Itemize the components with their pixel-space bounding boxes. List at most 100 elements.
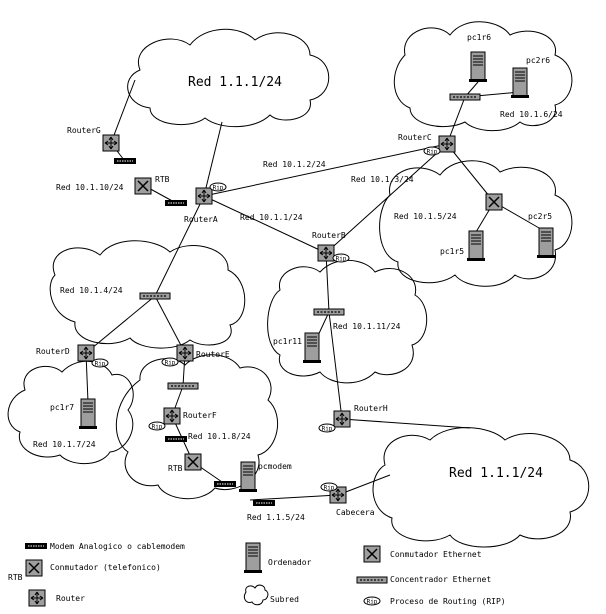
rtb-top-label: RTB (155, 175, 170, 184)
switch-rtb-bottom[interactable] (184, 453, 202, 471)
net-10-1-8-label: Red 10.1.8/24 (188, 432, 251, 441)
pc1r5-label: pc1r5 (440, 247, 464, 256)
legend-computer-label: Ordenador (268, 558, 312, 567)
rip-routerd-icon (91, 358, 109, 368)
hub-10-1-8[interactable] (167, 382, 199, 390)
routerh-label[interactable]: RouterH (354, 404, 388, 413)
link-hub11-routerh (328, 311, 343, 420)
routerb-icon[interactable] (317, 244, 335, 262)
pc2r6-label: pc2r6 (526, 56, 550, 65)
hub-10-1-11[interactable] (313, 308, 345, 316)
cloud-internet-top (127, 28, 330, 128)
pc1r6-label: pc1r6 (467, 33, 491, 42)
cabecera-label: Cabecera (336, 508, 375, 517)
legend-subnet-label: Subred (270, 595, 299, 604)
pc2r5-label: pc2r5 (528, 212, 552, 221)
link-routera-routerc (203, 143, 448, 197)
pc1r11-label: pc1r11 (273, 337, 302, 346)
rip-routerc-icon (423, 146, 441, 156)
link-routerc-routerb (325, 143, 448, 254)
net-10-1-1-label: Red 10.1.1/24 (240, 213, 303, 222)
routerc-icon[interactable] (438, 135, 456, 153)
rtb-bottom-label: RTB (168, 464, 183, 473)
net-10-1-4-label: Red 10.1.4/24 (60, 286, 123, 295)
net-10-1-2-label: Red 10.1.2/24 (263, 160, 326, 169)
cloud-net-10-1-4 (49, 240, 246, 349)
routerh-icon[interactable] (333, 410, 351, 428)
switch-ethernet-r5[interactable] (485, 193, 503, 211)
rip-routera-icon (209, 182, 227, 192)
legend-modem-label: Modem Analogico o cablemodem (50, 542, 185, 551)
legend-hub-label: Concentrador Ethernet (390, 575, 491, 584)
net-10-1-5-label: Red 10.1.5/24 (394, 212, 457, 221)
cloud-internet-bottom (372, 427, 590, 548)
link-routerg-cloud (110, 79, 136, 144)
routerg-label[interactable]: RouterG (67, 126, 101, 135)
pc1r11-icon[interactable] (302, 332, 322, 364)
pcmodem-icon[interactable] (238, 461, 258, 493)
rip-routere-icon (161, 357, 179, 367)
net-10-1-3-label: Red 10.1.3/24 (351, 175, 414, 184)
legend-eth-switch-label: Conmutador Ethernet (390, 550, 482, 559)
cloud-top-label: Red 1.1.1/24 (188, 75, 282, 90)
link-hub4-routerd (85, 295, 156, 354)
legend-rip-icon (363, 596, 381, 606)
switch-rtb-top[interactable] (134, 177, 152, 195)
legend-modem-icon (24, 542, 48, 550)
legend-subnet-icon (243, 584, 269, 606)
cloud-net-10-1-8 (115, 354, 278, 500)
routerb-label[interactable]: RouterB (312, 231, 346, 240)
link-routera-routerb (203, 195, 327, 254)
legend-computer-icon (243, 542, 263, 574)
modem-rtb-top[interactable] (164, 199, 188, 207)
routerd-icon[interactable] (77, 344, 95, 362)
link-pcmodem-cabecera (249, 494, 339, 501)
pcmodem-label: pcmodem (258, 462, 292, 471)
pc1r6-icon[interactable] (468, 51, 488, 83)
cloud-bottom-label: Red 1.1.1/24 (449, 466, 543, 481)
legend-router-icon (28, 589, 46, 607)
legend-switch-tel-icon (25, 559, 43, 577)
routerf-label[interactable]: RouterF (183, 411, 217, 420)
legend-switch-tel-label: Conmutador (telefonico) (50, 563, 161, 572)
rip-cabecera-icon (320, 482, 338, 492)
routere-icon[interactable] (176, 344, 194, 362)
routerc-label[interactable]: RouterC (398, 133, 432, 142)
rip-routerf-icon (148, 421, 166, 431)
net-10-1-7-label: Red 10.1.7/24 (33, 440, 96, 449)
link-hub4-routere (154, 295, 186, 354)
modem-routerg[interactable] (113, 157, 137, 165)
link-cabecera-cloud (337, 474, 391, 496)
link-routerc-switch5 (446, 143, 495, 203)
pc1r7-icon[interactable] (78, 398, 98, 430)
net-10-1-10-label: Red 10.1.10/24 (56, 183, 124, 192)
modem-pcmodem[interactable] (252, 499, 276, 507)
modem-rtb-bottom[interactable] (213, 480, 237, 488)
cloud-net-10-1-7 (7, 360, 134, 465)
net-1-1-5-label: Red 1.1.5/24 (247, 513, 305, 522)
routera-icon[interactable] (195, 187, 213, 205)
link-routerh-cloud (341, 418, 471, 429)
pc2r5-icon[interactable] (536, 227, 556, 259)
rip-routerh-icon (318, 423, 336, 433)
link-routera-cloud (203, 121, 223, 197)
pc1r5-icon[interactable] (466, 230, 486, 262)
routerf-icon[interactable] (163, 407, 181, 425)
hub-10-1-4[interactable] (139, 292, 171, 300)
routerd-label[interactable]: RouterD (36, 347, 70, 356)
routerg-icon[interactable] (102, 134, 120, 152)
legend-eth-switch-icon (363, 545, 381, 563)
routera-label[interactable]: RouterA (184, 215, 218, 224)
net-10-1-11-label: Red 10.1.11/24 (333, 322, 401, 331)
legend-hub-icon (356, 576, 388, 584)
legend-rtb-label: RTB (8, 573, 23, 582)
legend-rip-label: Proceso de Routing (RIP) (390, 597, 506, 606)
pc1r7-label: pc1r7 (50, 403, 74, 412)
routere-label[interactable]: RouterE (196, 350, 230, 359)
modem-routerf[interactable] (164, 435, 188, 443)
hub-10-1-6[interactable] (449, 93, 481, 101)
legend-router-label: Router (56, 594, 85, 603)
pc2r6-icon[interactable] (510, 67, 530, 99)
cloud-net-10-1-6 (393, 21, 573, 132)
link-routera-hub4 (154, 195, 205, 297)
